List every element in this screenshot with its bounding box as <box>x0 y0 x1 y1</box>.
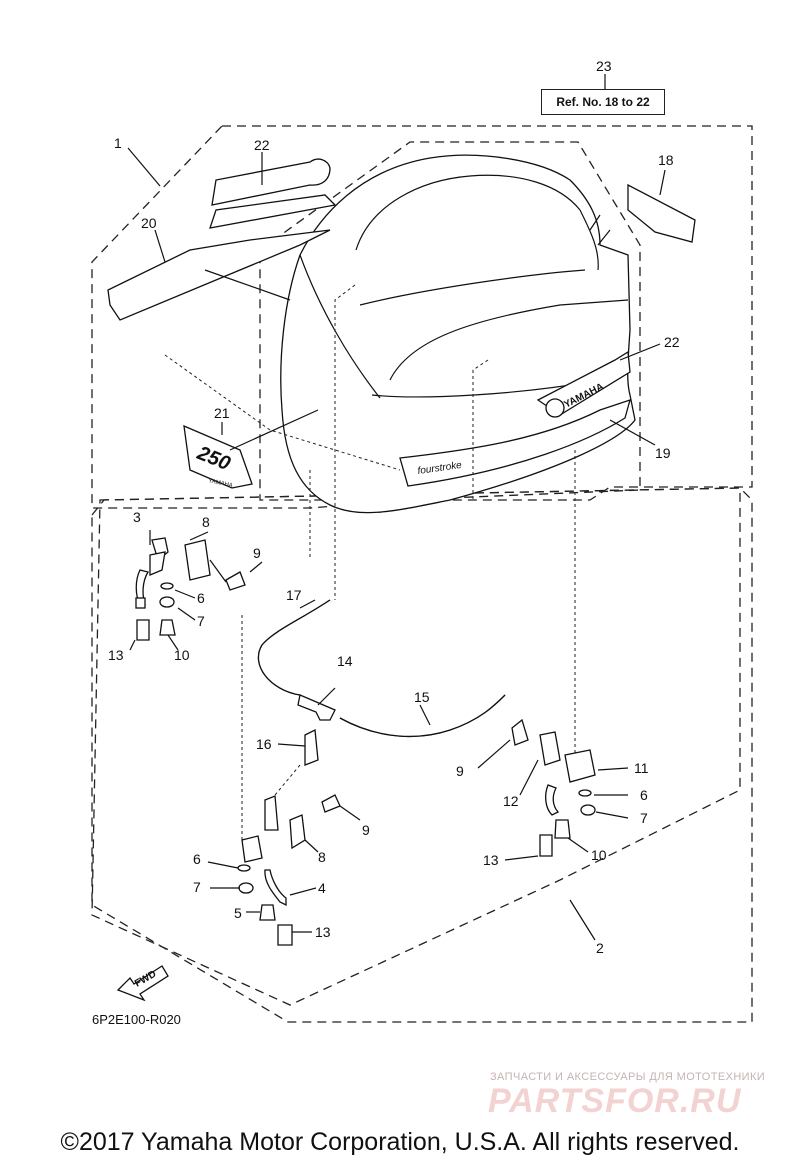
callout-15: 15 <box>414 689 430 705</box>
callout-6-right: 6 <box>640 787 648 803</box>
fwd-arrow-icon: FWD <box>116 965 169 1002</box>
callout-7-right: 7 <box>640 810 648 826</box>
callout-6-lower: 6 <box>193 851 201 867</box>
decal-21-250-badge: 250 YAMAHA <box>183 424 253 489</box>
right-fitting <box>477 718 629 861</box>
copyright-notice: ©2017 Yamaha Motor Corporation, U.S.A. A… <box>60 1128 740 1156</box>
hoses <box>241 599 506 840</box>
callout-12: 12 <box>503 793 519 809</box>
callout-3: 3 <box>133 509 141 525</box>
callout-22-top: 22 <box>254 137 270 153</box>
callout-4: 4 <box>318 880 326 896</box>
left-upper-fitting <box>129 530 263 651</box>
callout-7-lower: 7 <box>193 879 201 895</box>
decal-set-outline <box>259 141 641 501</box>
callout-20: 20 <box>141 215 157 231</box>
callout-13-right: 13 <box>483 852 499 868</box>
assembly-2-outline <box>91 487 741 1006</box>
callout-8-mid: 8 <box>318 849 326 865</box>
badge-yamaha-text: YAMAHA <box>208 478 234 489</box>
callout-17: 17 <box>286 587 302 603</box>
callout-14: 14 <box>337 653 353 669</box>
leader-cowling-1 <box>334 284 356 600</box>
callout-11: 11 <box>634 760 649 776</box>
leader-cowling-2 <box>472 359 489 500</box>
decal-22-top <box>209 158 337 229</box>
callout-9-right: 9 <box>456 763 464 779</box>
drawing-number: 6P2E100-R020 <box>92 1012 181 1027</box>
callout-18: 18 <box>658 152 674 168</box>
callout-2: 2 <box>596 940 604 956</box>
callout-6-left: 6 <box>197 590 205 606</box>
callout-1: 1 <box>114 135 122 151</box>
leader-cowling-3 <box>164 354 401 471</box>
callout-19: 19 <box>655 445 671 461</box>
assembly-1-outline <box>91 125 753 509</box>
callout-13-left: 13 <box>108 647 124 663</box>
callout-22-right: 22 <box>664 334 680 350</box>
callout-9-mid: 9 <box>362 822 370 838</box>
callout-8-left: 8 <box>202 514 210 530</box>
callout-9-left: 9 <box>253 545 261 561</box>
callout-16: 16 <box>256 736 272 752</box>
callout-23: 23 <box>596 58 612 74</box>
leader-lines <box>127 74 666 941</box>
lower-left-fitting <box>207 794 361 946</box>
decal-18 <box>627 183 696 243</box>
callout-5: 5 <box>234 905 242 921</box>
ref-number-box: Ref. No. 18 to 22 <box>541 89 665 115</box>
callout-13-lower: 13 <box>315 924 331 940</box>
top-cowling <box>280 154 636 514</box>
callout-10-right: 10 <box>591 847 607 863</box>
callout-21: 21 <box>214 405 230 421</box>
assembly-2-outline-outer <box>91 487 753 1023</box>
watermark-tagline: ЗАПЧАСТИ И АКСЕССУАРЫ ДЛЯ МОТОТЕХНИКИ <box>490 1071 766 1083</box>
watermark-logo: PARTSFOR.RU <box>488 1082 742 1120</box>
callout-10-left: 10 <box>174 647 190 663</box>
callout-7-left: 7 <box>197 613 205 629</box>
